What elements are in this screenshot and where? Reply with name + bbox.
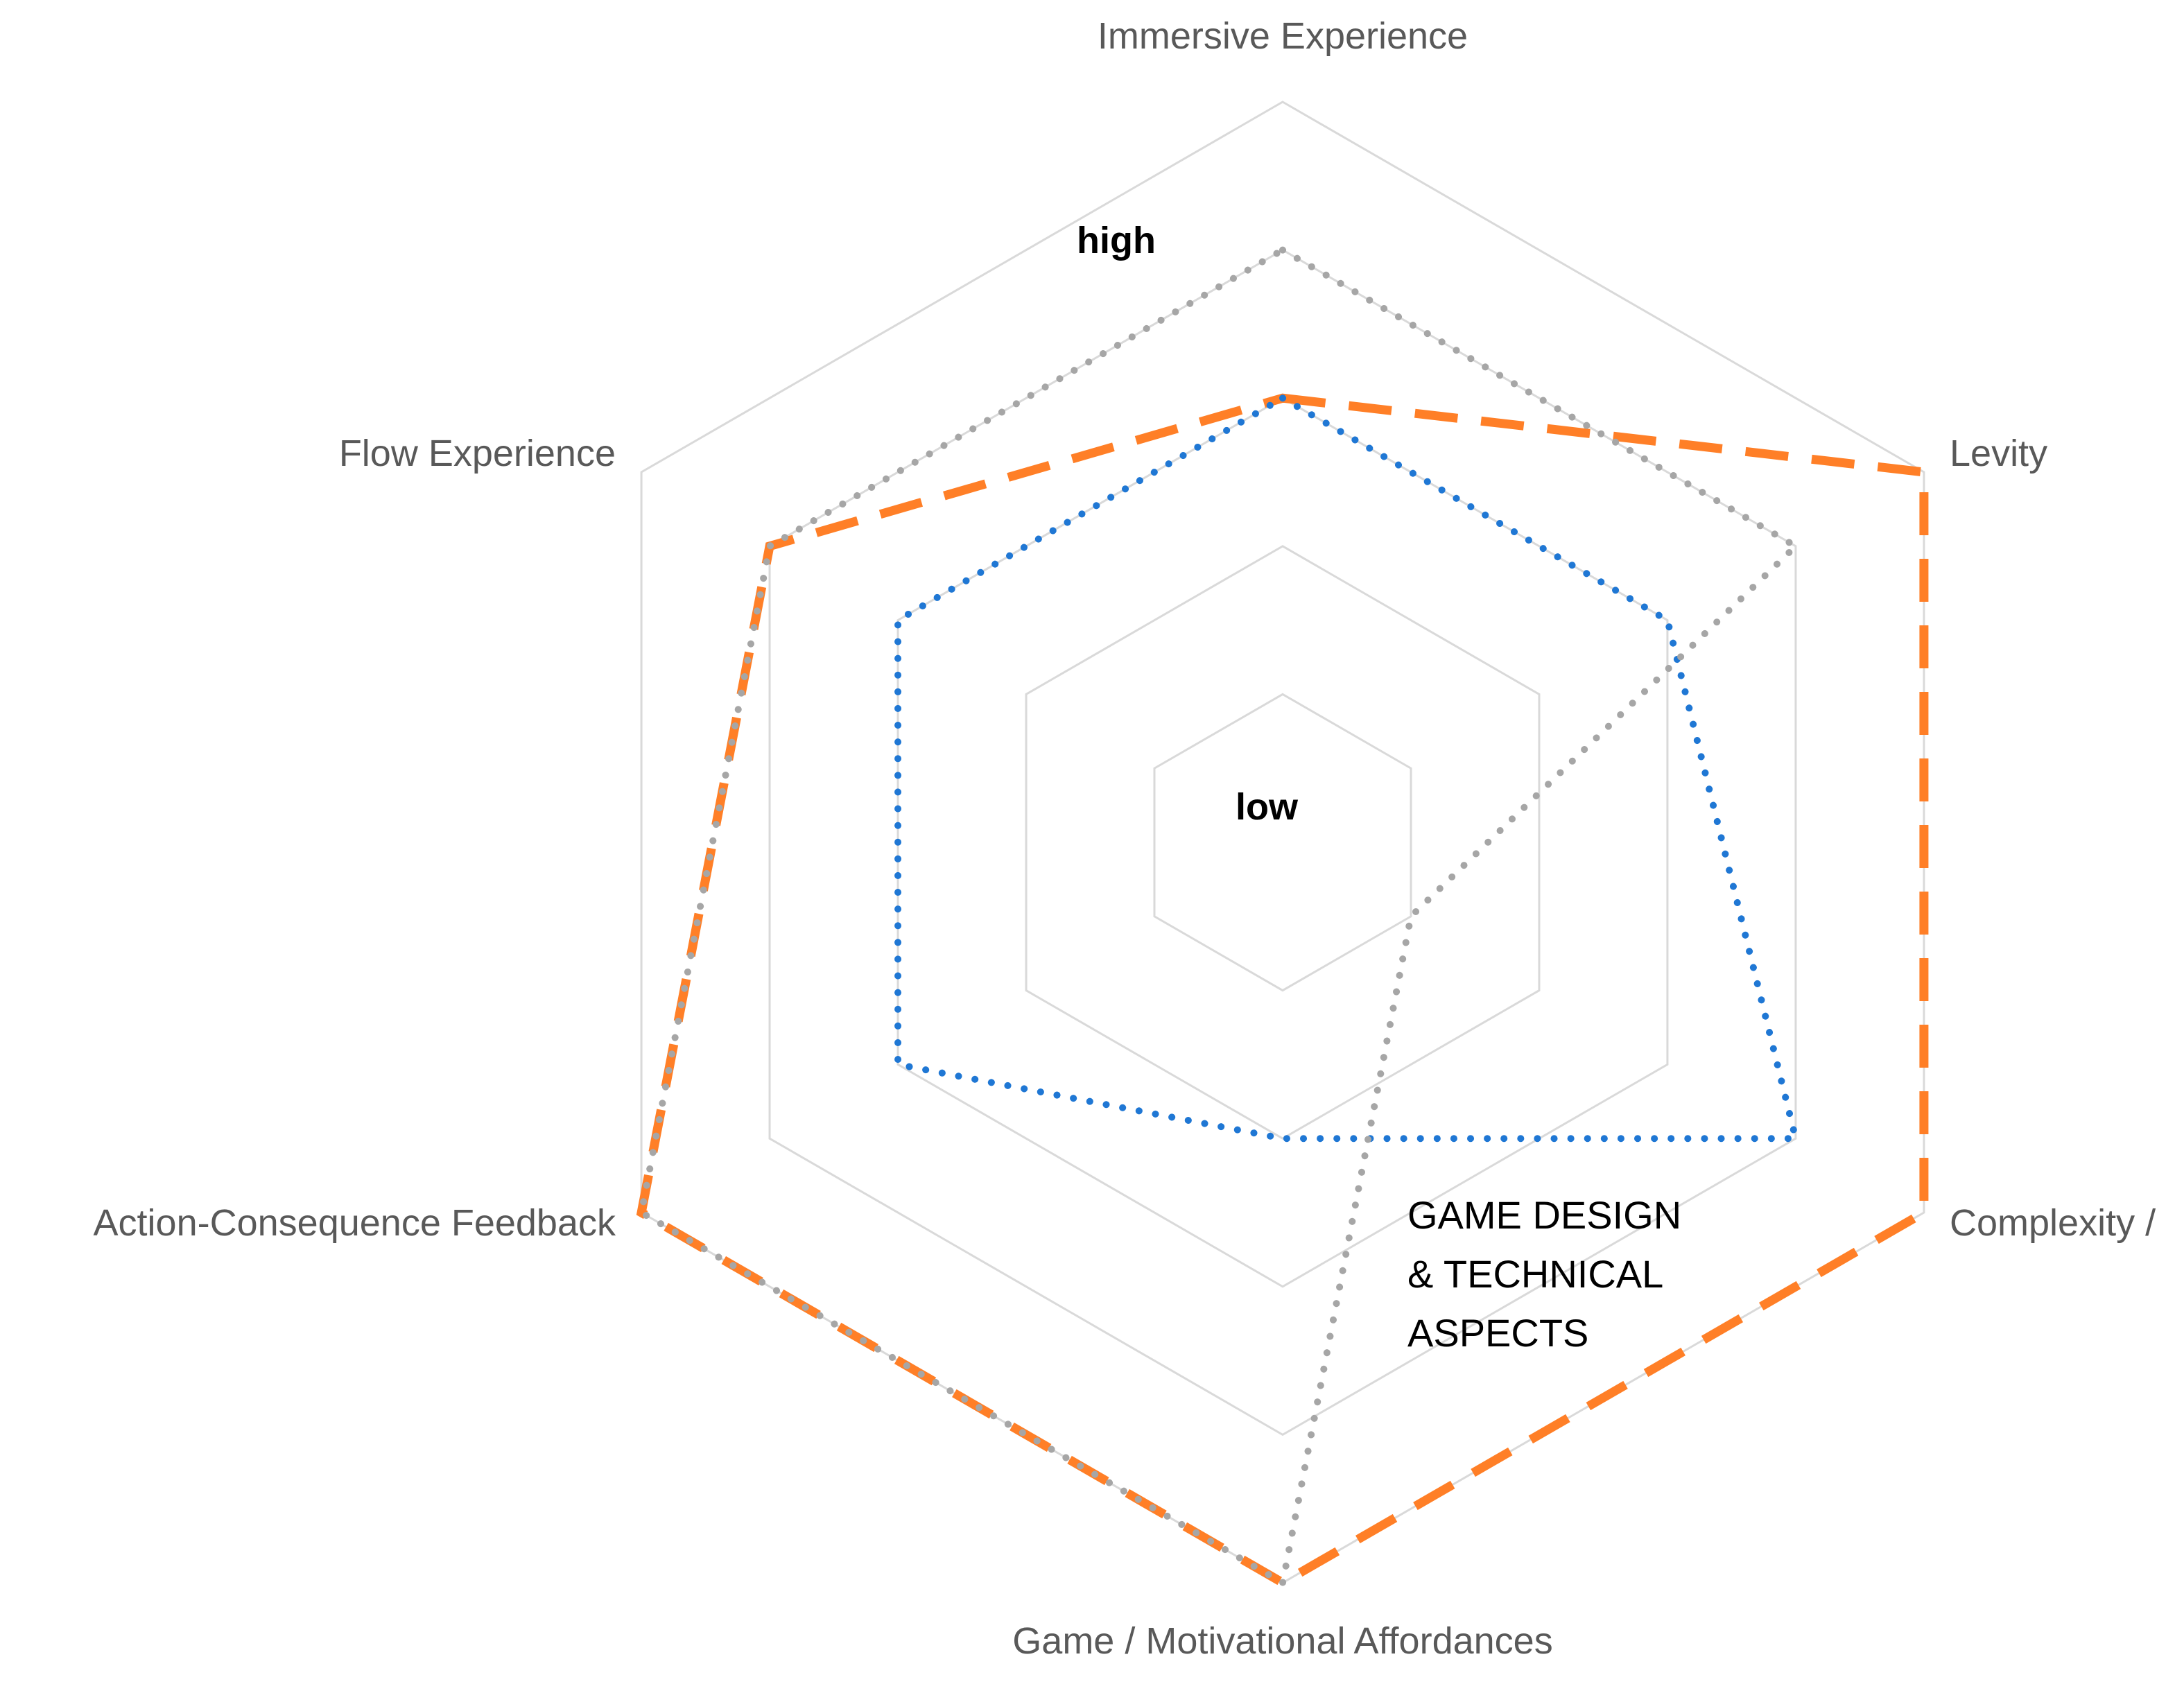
axis-label-immersive-experience: Immersive Experience <box>1098 15 1468 57</box>
annotation-line-1: GAME DESIGN <box>1407 1193 1681 1237</box>
level-label-high: high <box>1077 220 1156 261</box>
axis-label-complexity: Complexity / <box>1950 1202 2156 1244</box>
level-label-low: low <box>1236 786 1299 828</box>
axis-label-flow-experience: Flow Experience <box>339 433 616 474</box>
radar-grid <box>640 101 1925 1584</box>
axis-label-action-consequence-feedback: Action-Consequence Feedback <box>94 1202 616 1244</box>
axis-label-game-motivational-affordances: Game / Motivational Affordances <box>1012 1620 1552 1662</box>
grid-ring-3 <box>896 397 1669 1288</box>
radar-series <box>636 245 1929 1588</box>
grid-ring-1 <box>1153 693 1412 992</box>
series-line-3 <box>894 394 1801 1143</box>
axis-label-levity: Levity <box>1950 433 2047 474</box>
grid-ring-5 <box>640 101 1925 1584</box>
series-line-2 <box>637 245 1802 1588</box>
annotation-line-3: ASPECTS <box>1407 1311 1588 1355</box>
annotation-line-2: & TECHNICAL <box>1407 1252 1663 1296</box>
grid-ring-2 <box>1025 545 1541 1140</box>
